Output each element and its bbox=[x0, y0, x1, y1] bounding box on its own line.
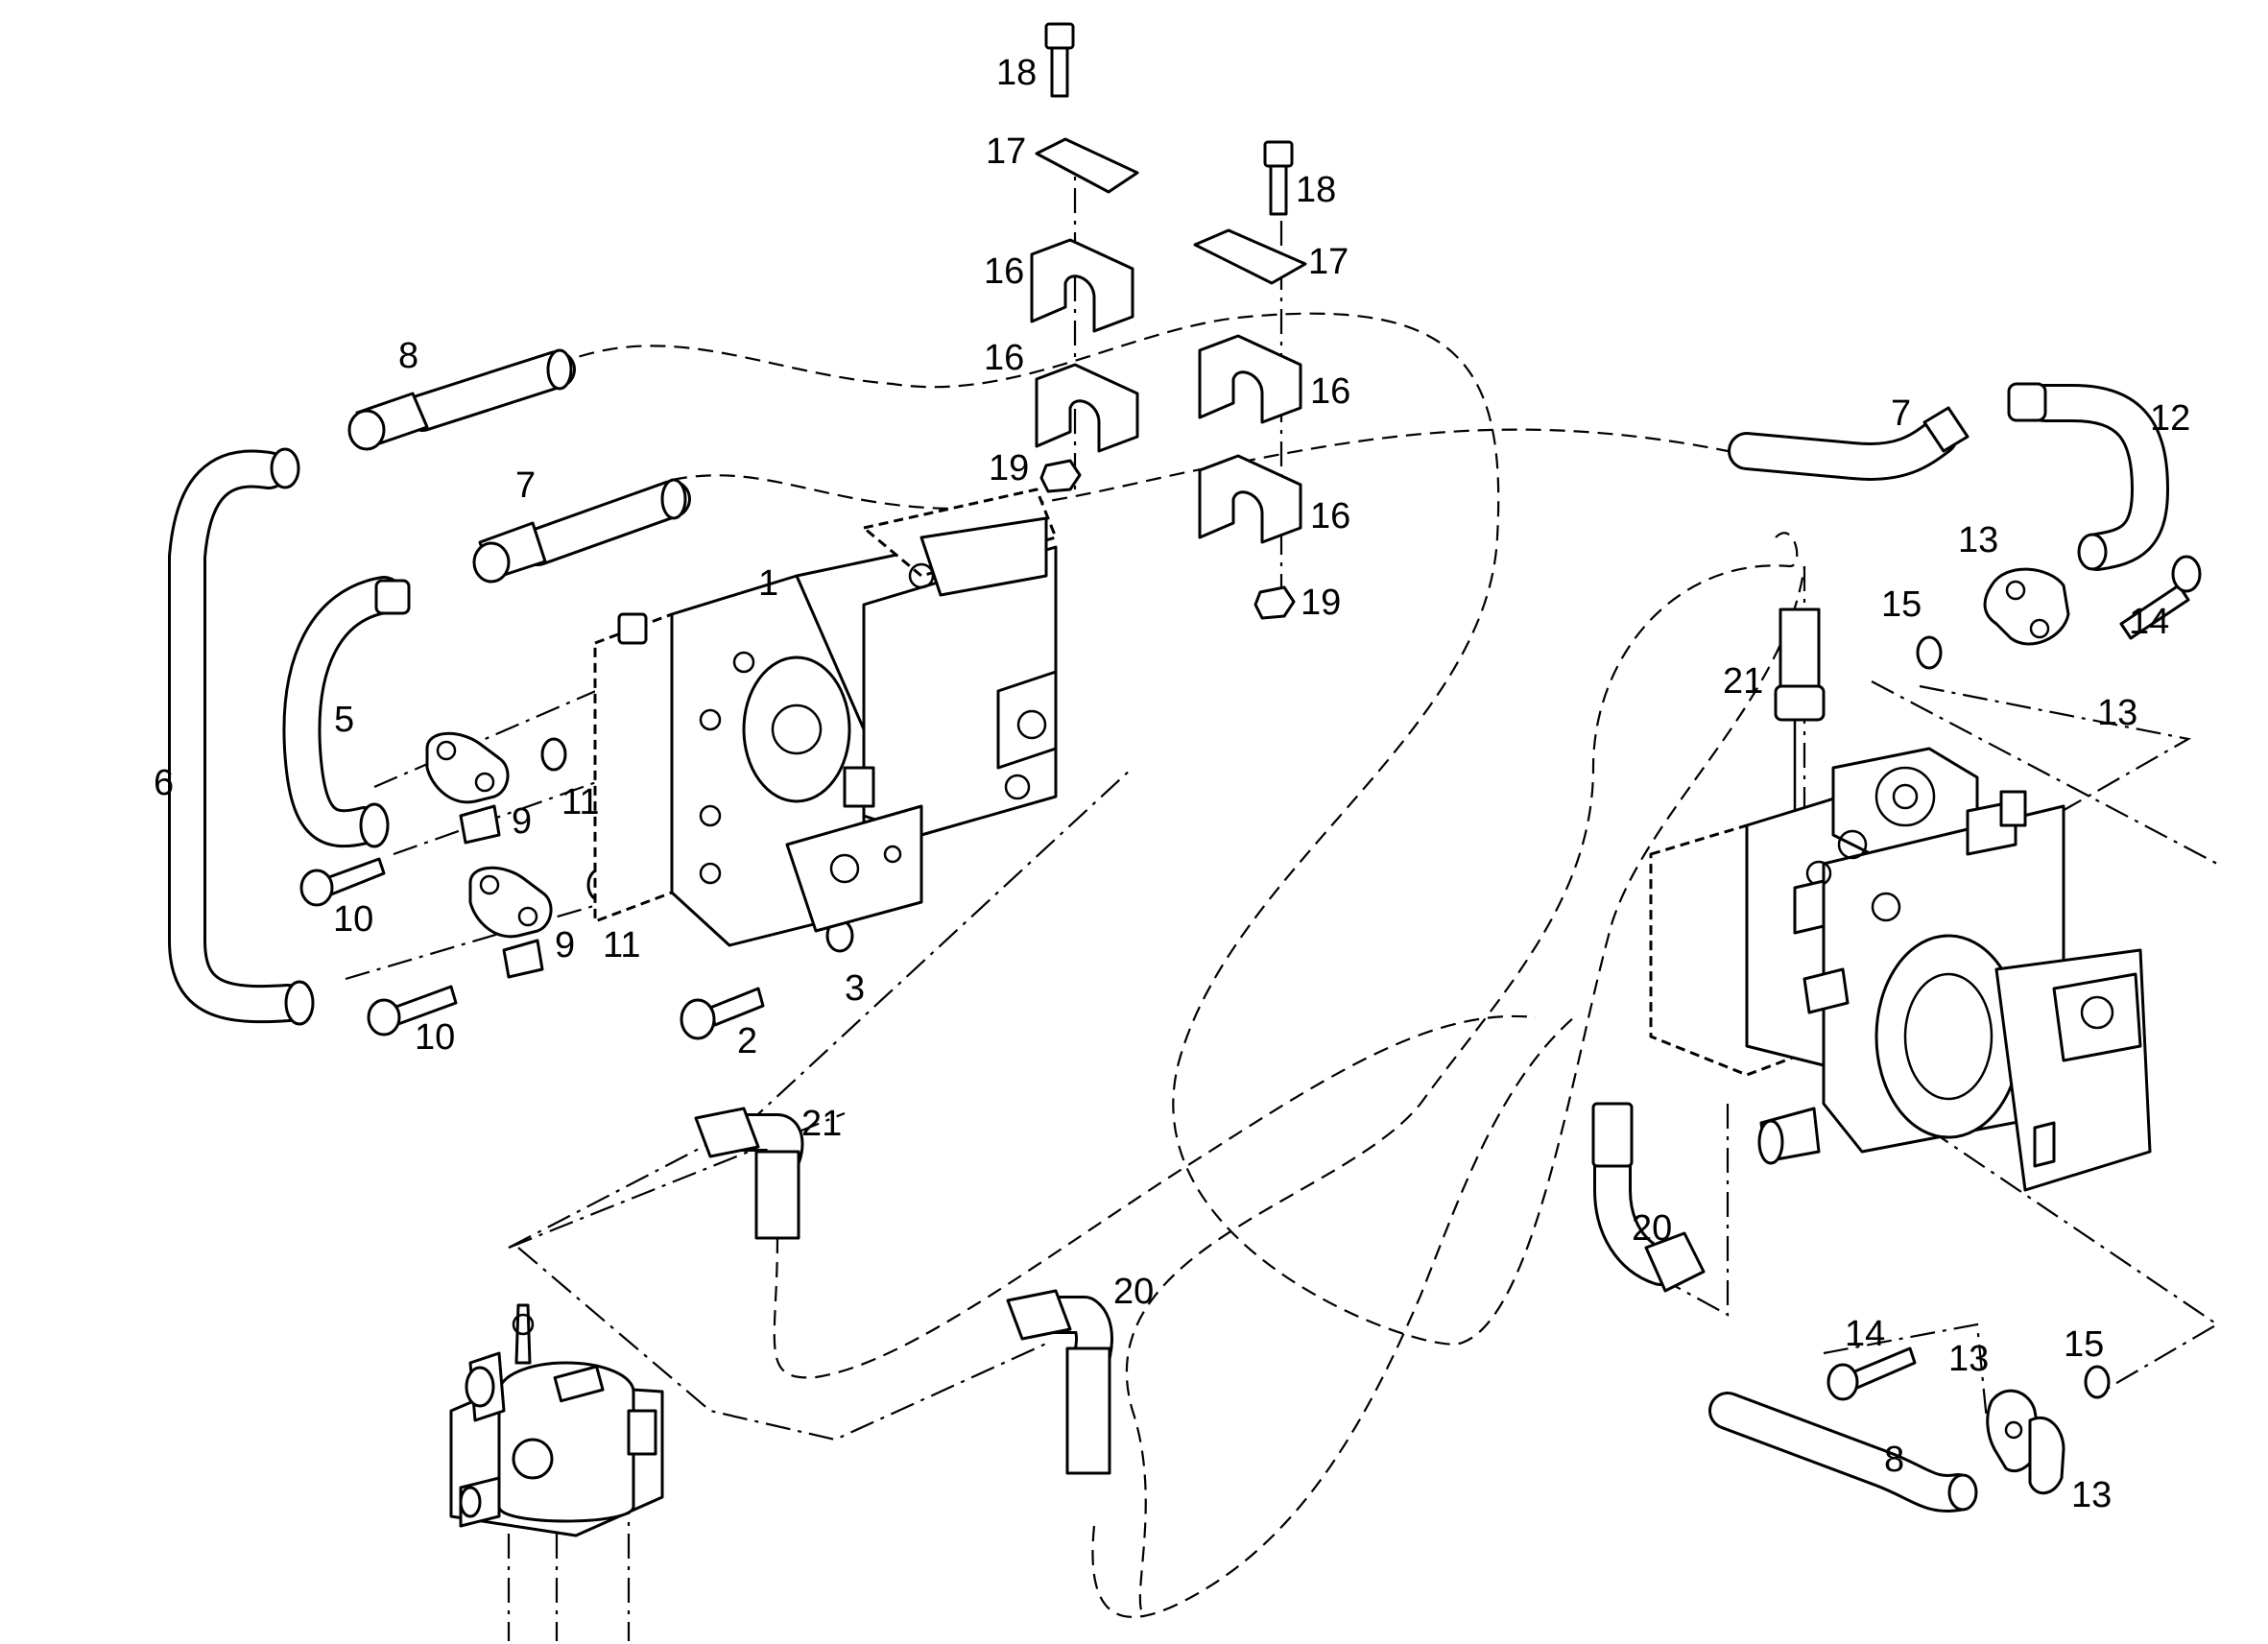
callout-16-mid-right: 16 bbox=[1310, 371, 1350, 412]
callout-6: 6 bbox=[154, 763, 174, 803]
callout-13-lower-right: 13 bbox=[2071, 1475, 2112, 1515]
clamp-16-upper-left bbox=[1030, 238, 1134, 333]
o-ring-11-upper bbox=[540, 737, 567, 772]
valve-block-bottom-left bbox=[449, 1303, 664, 1537]
callout-10-lower: 10 bbox=[415, 1017, 455, 1058]
bolt-2 bbox=[680, 987, 765, 1040]
o-ring-15-upper bbox=[1916, 635, 1943, 670]
bolt-10-upper bbox=[299, 857, 386, 907]
clamp-16-lower-left bbox=[1035, 363, 1139, 453]
callout-13-lower-left: 13 bbox=[1948, 1339, 1989, 1379]
hose-20-bottom bbox=[1006, 1289, 1113, 1475]
hose-5 bbox=[282, 576, 411, 848]
bolt-14-lower bbox=[1826, 1346, 1917, 1401]
callout-15-upper: 15 bbox=[1881, 584, 1922, 625]
o-ring-15-lower bbox=[2084, 1365, 2111, 1399]
bolt-10-lower bbox=[367, 985, 458, 1036]
callout-14-upper: 14 bbox=[2129, 602, 2169, 642]
callout-16-lower-right: 16 bbox=[1310, 496, 1350, 536]
callout-12: 12 bbox=[2150, 398, 2190, 439]
callout-9-upper: 9 bbox=[512, 801, 532, 842]
callout-10-upper: 10 bbox=[333, 899, 373, 940]
bolt-18-left bbox=[1044, 22, 1075, 98]
callout-17-right: 17 bbox=[1308, 242, 1349, 282]
hose-8-right bbox=[1708, 1392, 1978, 1513]
flange-13-upper bbox=[1983, 567, 2070, 646]
callout-13-mid: 13 bbox=[2097, 693, 2137, 733]
clamp-16-upper-right bbox=[1198, 334, 1302, 424]
hose-7-right bbox=[1728, 406, 1970, 481]
flange-9-upper bbox=[425, 731, 510, 845]
callout-7-right: 7 bbox=[1891, 393, 1911, 434]
flange-13-lower bbox=[1986, 1389, 2065, 1495]
callout-21-bottom: 21 bbox=[801, 1104, 842, 1144]
callout-2: 2 bbox=[737, 1021, 757, 1061]
callout-16-mid-left: 16 bbox=[984, 338, 1024, 378]
nut-19-right bbox=[1253, 585, 1296, 620]
hose-21-bottom bbox=[694, 1107, 804, 1240]
pump-assembly-right bbox=[1649, 747, 2152, 1192]
callout-1: 1 bbox=[758, 563, 778, 604]
hose-12 bbox=[2007, 382, 2169, 571]
callout-labels: 18 17 16 16 19 18 17 16 16 19 8 7 1 5 6 … bbox=[154, 53, 2190, 1515]
callout-3: 3 bbox=[845, 968, 865, 1009]
bolt-14-upper bbox=[2119, 555, 2202, 640]
hose-7-left bbox=[472, 478, 691, 584]
plate-17-right bbox=[1193, 228, 1307, 285]
callout-18-upper: 18 bbox=[996, 53, 1037, 93]
callout-21-right: 21 bbox=[1723, 661, 1763, 702]
hose-8-left bbox=[347, 348, 576, 451]
callout-20-bottom: 20 bbox=[1113, 1272, 1154, 1312]
callout-8-right: 8 bbox=[1884, 1440, 1904, 1480]
callout-17-upper: 17 bbox=[986, 131, 1026, 172]
callout-9-lower: 9 bbox=[555, 925, 575, 965]
callout-15-lower: 15 bbox=[2064, 1324, 2104, 1365]
callout-11-lower: 11 bbox=[603, 925, 640, 965]
pump-assembly-1 bbox=[593, 488, 1058, 947]
nut-19-left bbox=[1039, 459, 1082, 493]
flange-9-lower bbox=[468, 866, 553, 979]
callout-16-upper: 16 bbox=[984, 251, 1024, 292]
plate-17-left bbox=[1035, 137, 1139, 194]
callout-14-lower: 14 bbox=[1845, 1314, 1885, 1354]
hose-20-right bbox=[1591, 1102, 1706, 1293]
callout-7-left: 7 bbox=[515, 465, 536, 506]
callout-19-right: 19 bbox=[1301, 583, 1341, 623]
callout-11-upper: 11 bbox=[561, 782, 599, 822]
hose-6 bbox=[168, 447, 315, 1026]
callout-18-right: 18 bbox=[1296, 170, 1336, 210]
callout-19-left: 19 bbox=[989, 448, 1029, 488]
callout-5: 5 bbox=[334, 700, 354, 740]
clamp-16-lower-right bbox=[1198, 454, 1302, 544]
bolt-18-right bbox=[1263, 140, 1294, 216]
hose-21-right bbox=[1774, 608, 1826, 835]
callout-20-right: 20 bbox=[1632, 1208, 1672, 1249]
callout-8-left: 8 bbox=[398, 336, 418, 376]
callout-13-upper: 13 bbox=[1958, 520, 1998, 560]
